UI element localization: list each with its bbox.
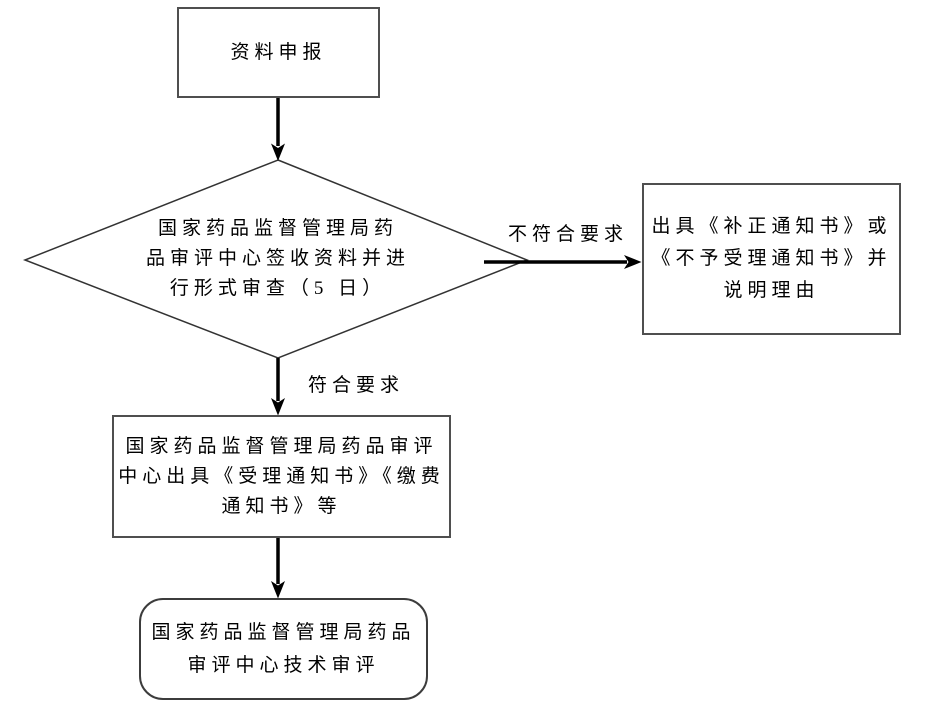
arrow-decision-to-accept-head bbox=[271, 398, 285, 416]
edge-label-not-conforming: 不符合要求 bbox=[508, 224, 629, 245]
arrow-decision-to-reject-head bbox=[624, 255, 642, 269]
edge-label-conforming: 符合要求 bbox=[308, 375, 405, 396]
node-accept-outcome: 国家药品监督管理局药品审评 中心出具《受理通知书》《缴费 通知书》等 bbox=[112, 415, 451, 538]
arrow-start-to-decision-head bbox=[271, 143, 285, 161]
node-decision-label: 国家药品监督管理局药 品审评中心签收资料并进 行形式审查（5 日） bbox=[145, 218, 410, 299]
node-reject-outcome: 出具《补正通知书》或 《不予受理通知书》并 说明理由 bbox=[642, 183, 901, 335]
arrow-accept-to-technical-head bbox=[271, 581, 285, 599]
node-technical-review: 国家药品监督管理局药品 审评中心技术审评 bbox=[139, 598, 428, 700]
node-start: 资料申报 bbox=[177, 7, 380, 98]
